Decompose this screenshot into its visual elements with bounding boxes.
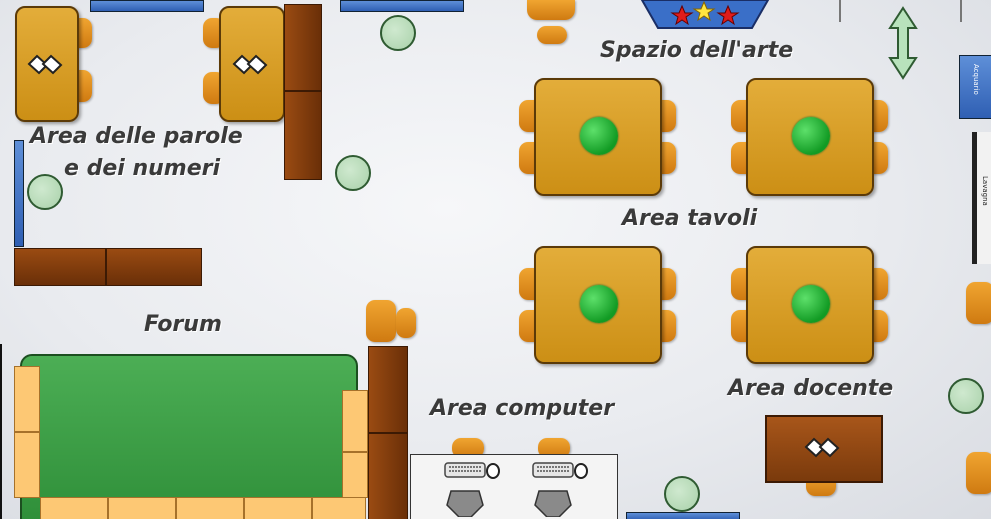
star-icon <box>692 0 716 22</box>
forum-rug[interactable] <box>20 354 358 519</box>
cushion[interactable] <box>342 452 368 498</box>
chair[interactable] <box>366 300 396 342</box>
plant-icon <box>27 174 63 210</box>
cushion[interactable] <box>342 390 368 452</box>
table-marker <box>792 117 830 155</box>
horizontal-shelf <box>14 248 202 286</box>
vertical-shelf <box>284 4 322 180</box>
computer-icon[interactable] <box>531 461 595 517</box>
blackboard-label: Lavagna <box>981 176 989 206</box>
words-desk-left[interactable] <box>15 6 79 122</box>
cushion[interactable] <box>14 366 40 432</box>
art-table[interactable] <box>640 0 770 32</box>
teacher-area-label: Area docente <box>728 376 894 401</box>
table-marker <box>580 117 618 155</box>
teacher-desk[interactable] <box>765 415 883 483</box>
chair[interactable] <box>537 26 567 44</box>
top-bookshelf-blue <box>90 0 204 12</box>
aquarium-label: Acquario <box>972 64 980 95</box>
table-marker <box>792 285 830 323</box>
art-area-label: Spazio dell'arte <box>600 38 794 63</box>
star-icon <box>716 4 740 26</box>
plant-icon <box>948 378 984 414</box>
cushion[interactable] <box>40 497 108 519</box>
blackboard[interactable]: Lavagna <box>972 132 991 264</box>
shelf-divider <box>284 90 322 92</box>
wall-line <box>839 0 841 22</box>
paper-stack-icon <box>27 54 63 75</box>
cushion[interactable] <box>176 497 244 519</box>
cushion[interactable] <box>312 497 366 519</box>
computer-icon[interactable] <box>443 461 507 517</box>
plant-icon <box>335 155 371 191</box>
double-arrow-icon[interactable] <box>888 6 918 80</box>
cushion[interactable] <box>14 432 40 498</box>
bottom-bookshelf-blue <box>626 512 740 519</box>
tables-area-label: Area tavoli <box>622 206 758 231</box>
paper-stack-icon <box>232 54 268 75</box>
chair[interactable] <box>538 438 570 458</box>
forum-label: Forum <box>144 312 222 337</box>
star-icon <box>670 4 694 26</box>
plant-icon <box>380 15 416 51</box>
cushion[interactable] <box>244 497 312 519</box>
chair[interactable] <box>966 282 991 324</box>
chair[interactable] <box>966 452 991 494</box>
left-door <box>0 344 2 519</box>
plant-icon <box>664 476 700 512</box>
words-desk-right[interactable] <box>219 6 285 122</box>
chair[interactable] <box>527 0 575 20</box>
paper-stack-icon <box>804 437 840 458</box>
chair[interactable] <box>396 308 416 338</box>
computer-table[interactable] <box>410 454 618 519</box>
top-bookshelf-blue-2 <box>340 0 464 12</box>
cushion[interactable] <box>108 497 176 519</box>
computer-area-label: Area computer <box>430 396 615 421</box>
table-marker <box>580 285 618 323</box>
words-area-label-line2: e dei numeri <box>64 156 221 181</box>
shelf-divider <box>105 248 107 286</box>
words-area-label-line1: Area delle parole <box>30 124 243 149</box>
chair[interactable] <box>452 438 484 458</box>
aquarium-box[interactable]: Acquario <box>959 55 991 119</box>
left-wall-panel <box>14 140 24 247</box>
wall-line <box>960 0 962 22</box>
shelf-divider <box>368 432 408 434</box>
